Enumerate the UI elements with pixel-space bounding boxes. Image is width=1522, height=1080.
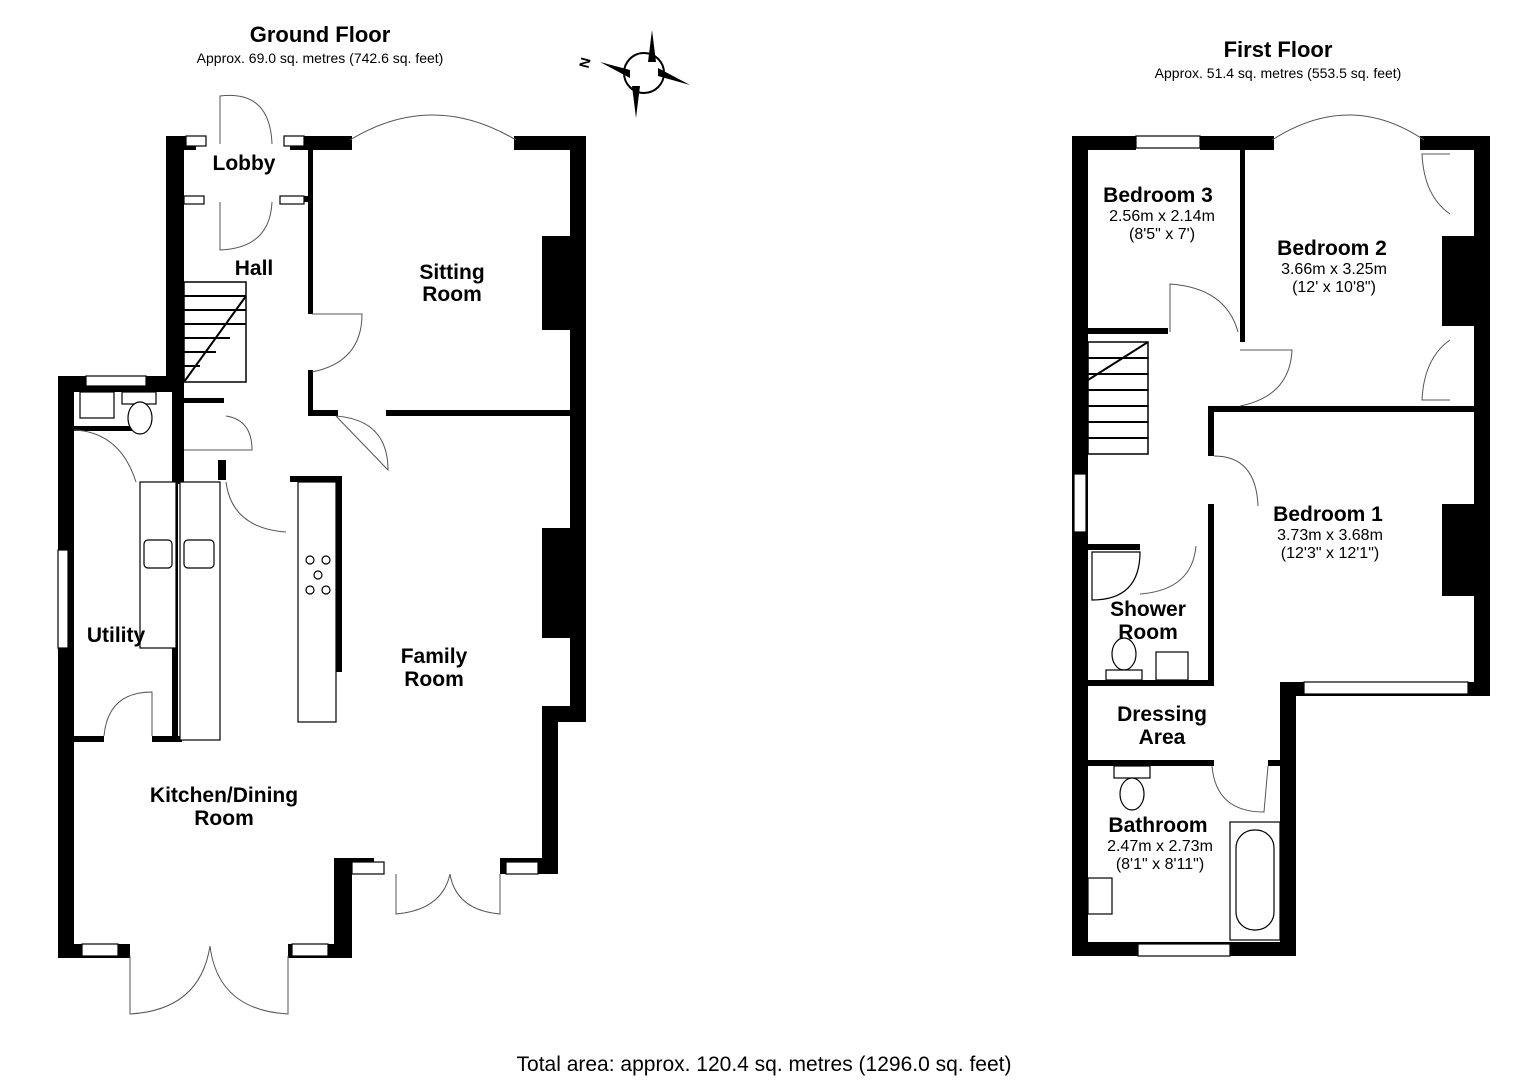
- sitting-room-label-line1: Sitting: [419, 261, 484, 284]
- bedroom-1-metric: 3.73m x 3.68m: [1277, 527, 1383, 544]
- dressing-area-label-line1: Dressing: [1117, 703, 1207, 726]
- shower-room-label-line2: Room: [1118, 621, 1178, 644]
- family-room-label-line1: Family: [401, 645, 468, 668]
- ground-floor-title: Ground Floor: [250, 22, 391, 47]
- ground-floor-windows: [57, 135, 539, 957]
- first-floor-title: First Floor: [1224, 37, 1333, 62]
- compass-rose: [600, 30, 690, 118]
- bedroom-3-metric: 2.56m x 2.14m: [1109, 208, 1215, 225]
- bedroom-2-metric: 3.66m x 3.25m: [1281, 261, 1387, 278]
- bedroom-1-imperial: (12'3" x 12'1"): [1281, 545, 1379, 562]
- bathroom-label: Bathroom: [1108, 814, 1207, 837]
- first-floor-doors: [1139, 153, 1451, 813]
- bedroom-2-imperial: (12' x 10'8"): [1292, 279, 1376, 296]
- hall-label: Hall: [235, 257, 274, 280]
- compass-north-label: N: [576, 56, 594, 70]
- first-floor-plan: [1072, 114, 1490, 957]
- bathroom-imperial: (8'1" x 8'11"): [1116, 856, 1204, 873]
- bedroom-2-label: Bedroom 2: [1277, 237, 1387, 260]
- sitting-room-bay-arc: [349, 114, 517, 141]
- ground-floor-plan: [57, 94, 586, 1015]
- kitchen-fittings: [79, 391, 337, 741]
- bedroom-2-bay-arc: [1271, 114, 1425, 141]
- bathroom-fittings: [1087, 551, 1281, 941]
- bedroom-3-imperial: (8'5" x 7'): [1129, 226, 1195, 243]
- shower-room-label-line1: Shower: [1110, 598, 1186, 621]
- family-room-label-line2: Room: [404, 668, 464, 691]
- sitting-room-label-line2: Room: [422, 283, 482, 306]
- ground-floor-stairs: [183, 281, 247, 383]
- first-floor-stairs: [1087, 341, 1149, 455]
- first-floor-area: Approx. 51.4 sq. metres (553.5 sq. feet): [1155, 65, 1402, 81]
- kitchen-dining-label-line1: Kitchen/Dining: [150, 784, 298, 807]
- bedroom-1-label: Bedroom 1: [1273, 503, 1383, 526]
- total-area: Total area: approx. 120.4 sq. metres (12…: [517, 1053, 1012, 1076]
- bedroom-3-label: Bedroom 3: [1103, 184, 1213, 207]
- utility-label: Utility: [87, 624, 146, 647]
- ground-floor-doors: [73, 94, 501, 1015]
- first-floor-internal-walls: [1088, 148, 1478, 766]
- dressing-area-label-line2: Area: [1139, 726, 1186, 749]
- first-floor-windows: [1073, 135, 1469, 957]
- bathroom-metric: 2.47m x 2.73m: [1107, 838, 1213, 855]
- ground-floor-area: Approx. 69.0 sq. metres (742.6 sq. feet): [197, 50, 444, 66]
- lobby-label: Lobby: [213, 152, 276, 175]
- kitchen-dining-label-line2: Room: [194, 807, 254, 830]
- first-floor-walls: [1072, 136, 1490, 956]
